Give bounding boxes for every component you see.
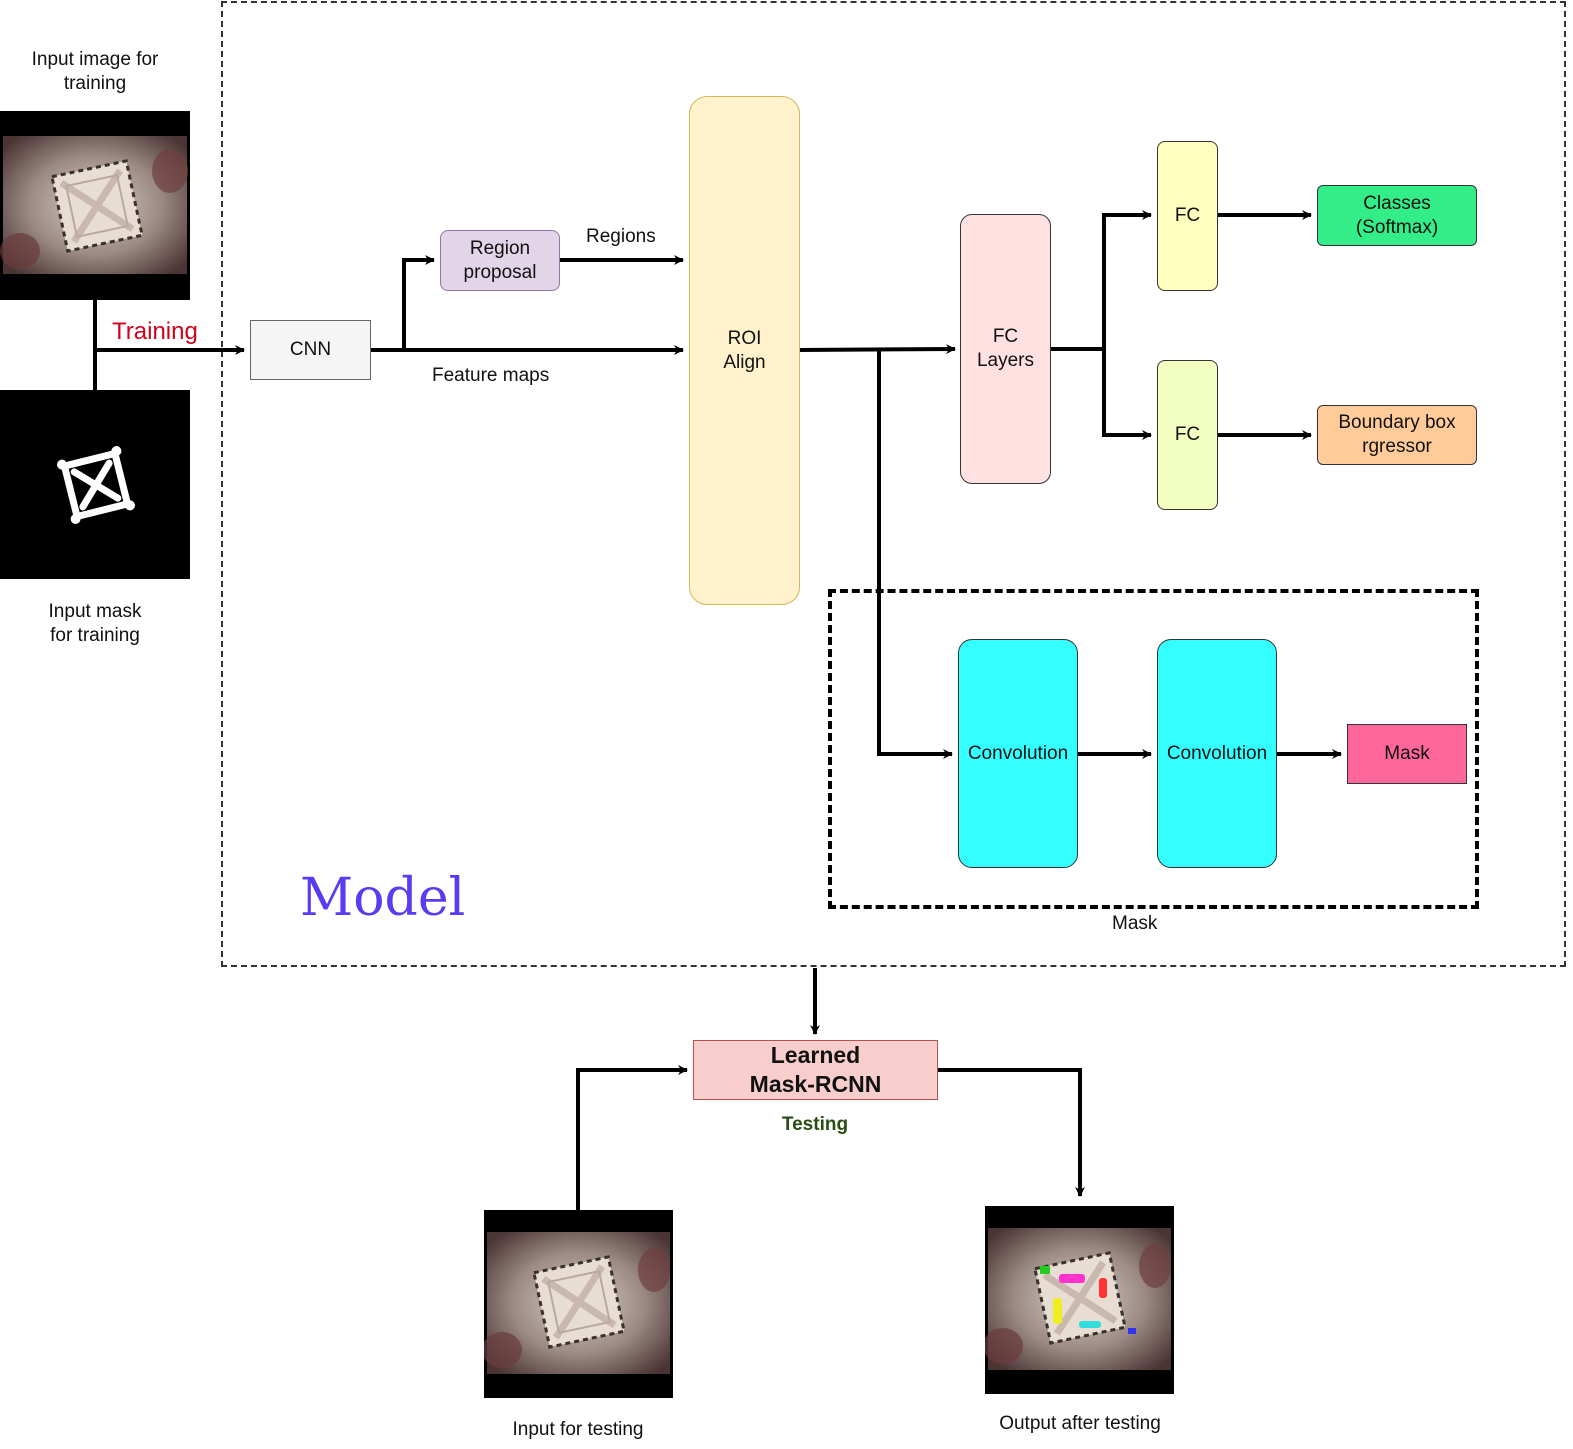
arrow-to-region-proposal xyxy=(402,255,435,350)
input-mask-training-label: Input mask for training xyxy=(48,601,142,646)
bbox-label: Boundary box rgressor xyxy=(1338,412,1456,457)
learned-mask-rcnn-node: Learned Mask-RCNN xyxy=(693,1040,938,1100)
convolution-1-label: Convolution xyxy=(967,742,1069,764)
model-title: Model xyxy=(300,868,466,928)
arrow-to-fc-top xyxy=(1102,210,1152,349)
fc-layers-node: FC Layers xyxy=(960,214,1051,484)
cnn-label: CNN xyxy=(289,339,332,360)
input-testing-label: Input for testing xyxy=(512,1419,644,1440)
convolution-1-node: Convolution xyxy=(958,639,1078,868)
bbox-node: Boundary box rgressor xyxy=(1317,405,1477,465)
arrow-to-fc-layers xyxy=(798,344,956,355)
arrow-input-to-learned xyxy=(576,1065,688,1210)
convolution-2-label: Convolution xyxy=(1166,742,1268,764)
classes-node: Classes (Softmax) xyxy=(1317,185,1477,246)
training-label: Training xyxy=(112,318,198,345)
mask-label: Mask xyxy=(1384,743,1430,764)
mask-group-label: Mask xyxy=(1112,913,1158,934)
fc-bottom-label: FC xyxy=(1174,424,1201,445)
output-testing-image xyxy=(985,1206,1174,1394)
testing-label: Testing xyxy=(781,1114,849,1135)
arrow-to-output xyxy=(937,1068,1085,1197)
fc-bottom-node: FC xyxy=(1157,360,1218,510)
learned-mask-rcnn-label: Learned Mask-RCNN xyxy=(749,1042,882,1097)
input-mask-training xyxy=(0,390,190,579)
convolution-2-node: Convolution xyxy=(1157,639,1277,868)
arrow-to-convolution xyxy=(877,350,953,759)
roi-align-label: ROI Align xyxy=(723,327,766,373)
model-container xyxy=(221,1,1566,967)
fc-top-label: FC xyxy=(1174,205,1201,226)
feature-maps-label: Feature maps xyxy=(432,365,550,386)
region-proposal-label: Region proposal xyxy=(463,237,537,283)
classes-label: Classes (Softmax) xyxy=(1355,192,1439,238)
regions-label: Regions xyxy=(586,226,656,247)
fc-layers-label: FC Layers xyxy=(976,326,1035,371)
cnn-node: CNN xyxy=(250,320,371,380)
mask-group-box xyxy=(828,589,1479,909)
region-proposal-node: Region proposal xyxy=(440,230,560,291)
roi-align-node: ROI Align xyxy=(689,96,800,605)
output-testing-label: Output after testing xyxy=(999,1413,1161,1434)
input-image-training-label: Input image for training xyxy=(31,49,159,94)
input-image-training xyxy=(0,111,190,300)
arrow-to-fc-bottom xyxy=(1102,349,1152,440)
mask-node: Mask xyxy=(1347,724,1467,784)
fc-top-node: FC xyxy=(1157,141,1218,291)
input-testing-image xyxy=(484,1210,673,1398)
